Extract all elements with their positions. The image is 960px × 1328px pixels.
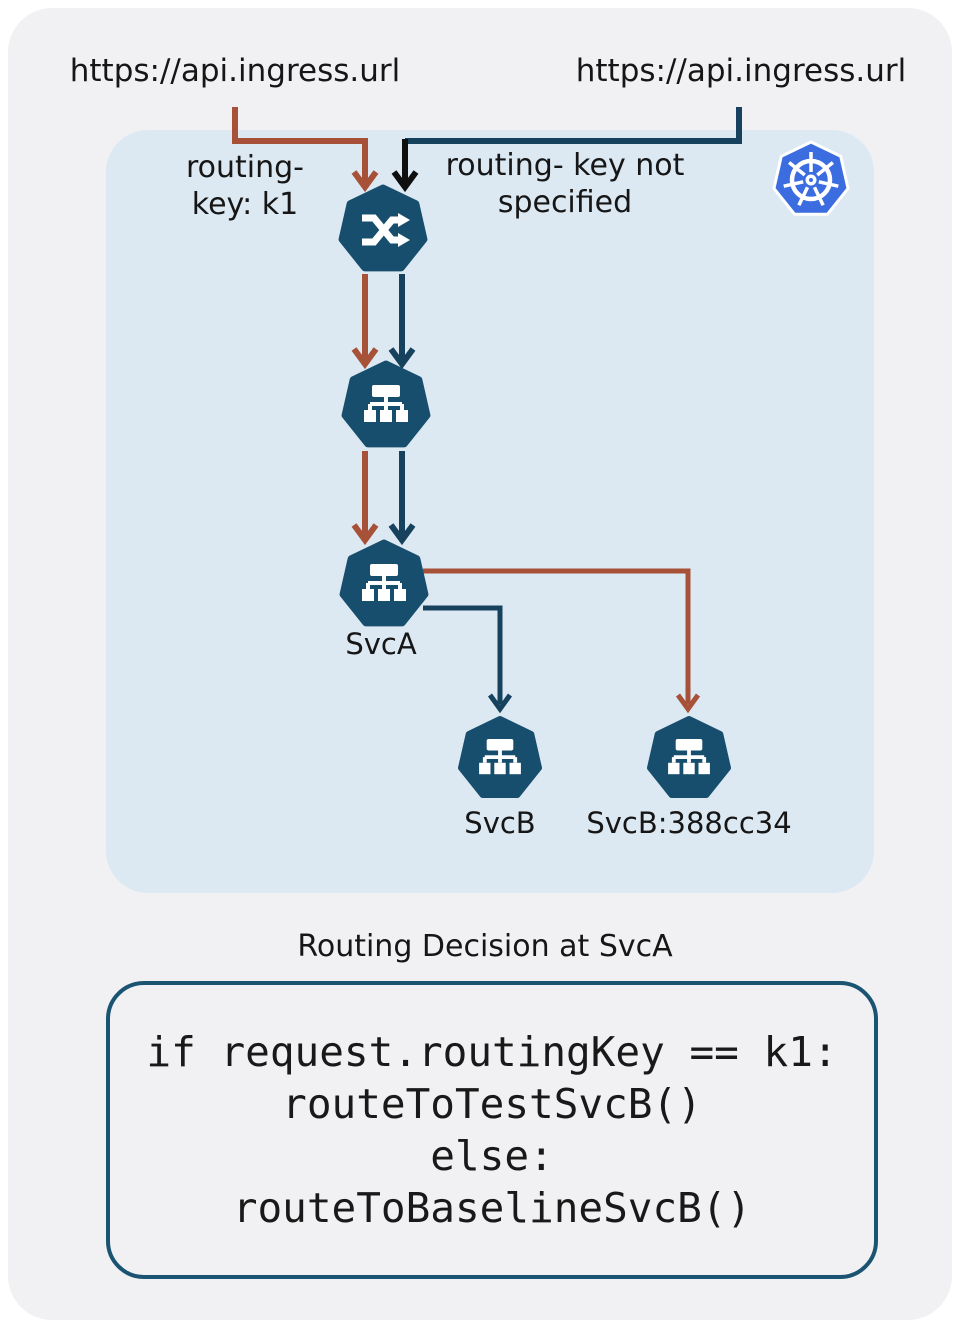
sitemap-hierarchy-icon xyxy=(362,564,406,601)
sitemap-hierarchy-icon xyxy=(668,739,710,775)
arrow-chain1-navy xyxy=(388,274,416,370)
routing-decision-title: Routing Decision at SvcA xyxy=(297,929,673,964)
no-routing-key-label-line2: specified xyxy=(497,185,633,220)
helm-wheel-icon xyxy=(783,152,839,206)
arrow-no-routing-key-drop xyxy=(391,139,419,193)
node-ingress-router xyxy=(338,184,428,272)
routing-key-label-line1: routing- xyxy=(185,150,305,185)
code-line: else: xyxy=(430,1132,554,1180)
arrow-routing-key-k1 xyxy=(232,107,379,193)
no-routing-key-label: routing- key not specified xyxy=(446,147,685,221)
code-line: if request.routingKey == k1: xyxy=(146,1028,838,1076)
sitemap-hierarchy-icon xyxy=(364,385,408,422)
arrow-chain2-red xyxy=(351,451,379,546)
node-svcb-baseline xyxy=(458,716,542,799)
code-line: routeToBaselineSvcB() xyxy=(232,1184,752,1232)
node-svcb-test xyxy=(647,716,731,799)
routing-decision-code-box: if request.routingKey == k1: routeToTest… xyxy=(106,981,878,1279)
arrow-no-routing-key-elbow xyxy=(405,107,742,144)
sitemap-hierarchy-icon xyxy=(479,739,521,775)
kubernetes-logo xyxy=(772,140,850,216)
label-svca: SvcA xyxy=(345,627,417,661)
no-routing-key-label-line1: routing- key not xyxy=(445,148,685,183)
arrow-svca-to-test-svcb xyxy=(423,568,701,714)
node-intermediate-service xyxy=(341,360,431,448)
node-svca xyxy=(339,539,429,627)
routing-key-label-line2: key: k1 xyxy=(191,187,299,222)
routing-key-label: routing- key: k1 xyxy=(186,149,304,223)
label-svcb: SvcB xyxy=(464,806,536,840)
arrow-chain2-navy xyxy=(388,451,416,546)
arrow-chain1-red xyxy=(351,274,379,370)
ingress-url-left: https://api.ingress.url xyxy=(69,53,401,89)
code-line: routeToTestSvcB() xyxy=(282,1080,702,1128)
arrow-svca-to-baseline-svcb xyxy=(423,605,513,714)
diagram-canvas xyxy=(232,107,850,799)
shuffle-arrows-icon xyxy=(362,213,410,247)
page-background: https://api.ingress.url https://api.ingr… xyxy=(8,8,952,1320)
ingress-url-right: https://api.ingress.url xyxy=(575,53,907,89)
label-svcb-test: SvcB:388cc34 xyxy=(586,806,792,840)
